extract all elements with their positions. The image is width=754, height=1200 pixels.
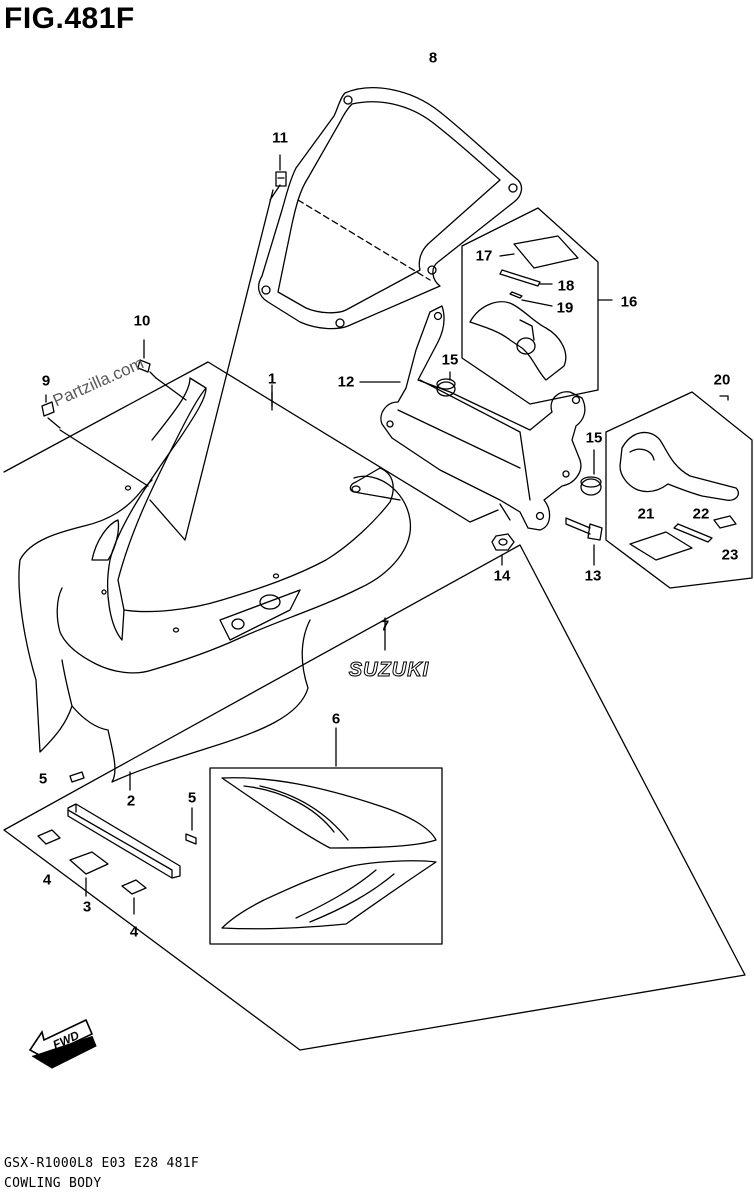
callout-7: 7 [380,617,390,635]
clip-5-right [185,833,197,845]
strip-2 [67,803,181,879]
pad-3 [69,851,109,875]
screw-11-leader [149,184,281,541]
windscreen [257,87,523,330]
callout-14: 14 [493,567,511,585]
callout-3: 3 [82,898,92,916]
figure-title: FIG.481F [4,2,135,35]
screw-11 [275,171,287,187]
pad-23 [713,515,737,529]
callout-1: 1 [267,370,277,388]
callout-8: 8 [428,49,438,67]
decal-lower [221,860,437,930]
callout-4-left: 4 [42,871,52,889]
cowling-body [18,377,412,783]
bolt-13 [565,517,603,541]
callout-23: 23 [721,546,739,564]
screw-10 [137,359,157,379]
screw-9 [41,401,61,429]
callout-20: 20 [713,371,731,389]
pad-4-right [121,879,147,895]
callout-15-right: 15 [585,429,603,447]
fwd-arrow: FWD [28,1018,97,1069]
callout-2: 2 [126,792,136,810]
strip-18 [499,269,541,287]
callout-16: 16 [620,293,638,311]
clip-19 [509,291,523,299]
callout-22: 22 [692,505,710,523]
nut-14 [491,533,515,551]
callout-13: 13 [584,567,602,585]
pad-21 [629,531,693,561]
callout-17: 17 [475,247,493,265]
pad-17 [513,235,579,269]
clip-5-left [69,771,85,783]
callout-11: 11 [272,129,288,147]
grommet-15-left [436,378,456,397]
callout-4-right: 4 [129,923,139,941]
kit-box-20 [605,391,753,589]
pad-4-left [37,829,61,845]
callout-9: 9 [41,372,51,390]
decal-upper [221,777,437,849]
strip-22 [673,523,713,543]
section-name: COWLING BODY [4,1176,102,1191]
callout-12: 12 [337,373,355,391]
kit-box-16 [461,207,599,405]
callout-19: 19 [556,299,574,317]
mirror-mount-16 [469,301,567,381]
callout-5-left: 5 [38,770,48,788]
grommet-15-right [580,476,602,496]
callout-18: 18 [557,277,575,295]
callout-6: 6 [331,710,341,728]
upper-bracket [380,305,586,531]
model-code: GSX-R1000L8 E03 E28 481F [4,1156,200,1171]
bracket-20 [619,431,740,501]
callout-10: 10 [133,312,151,330]
callout-21: 21 [637,505,655,523]
callout-5-right: 5 [187,789,197,807]
callout-15-left: 15 [441,351,459,369]
suzuki-decal: SUZUKI [349,659,429,681]
decal-box-6 [209,767,443,945]
